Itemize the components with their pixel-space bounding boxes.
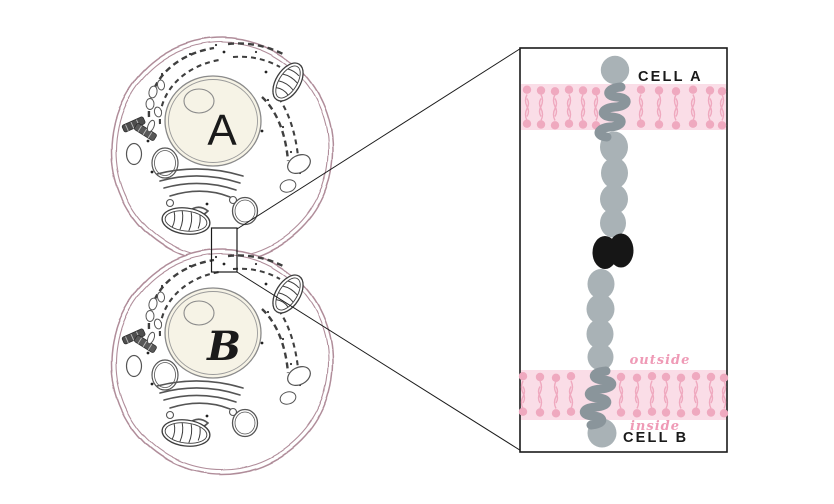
lipid-molecule [688, 85, 698, 117]
lipid-molecule [661, 372, 671, 404]
lipid-molecule [550, 98, 560, 130]
lipid-molecule [717, 87, 727, 117]
protein-gray-parts [586, 55, 630, 448]
lipid-molecule [705, 98, 715, 129]
lipid-molecule [706, 372, 716, 404]
connector-line-bottom [236, 271, 521, 451]
lipid-molecule [518, 372, 528, 404]
lipid-molecule [518, 386, 528, 416]
lipid-molecule [647, 386, 657, 416]
lipid-molecule [578, 98, 588, 129]
lipid-molecule [706, 386, 716, 417]
lipid-molecule [647, 372, 657, 404]
coil-bottom-membrane [579, 366, 617, 430]
connector-line-top [236, 48, 521, 230]
lipid-molecule [654, 98, 664, 129]
lipid-molecule [705, 86, 715, 117]
lipid-molecule [535, 386, 545, 417]
lipid-bilayer-cell-b [518, 372, 729, 418]
lipid-molecule [671, 98, 681, 130]
lipid-molecule [551, 386, 561, 418]
lipid-molecule [566, 372, 576, 404]
lipid-molecule [661, 386, 671, 417]
lipid-molecule [550, 87, 560, 117]
lipid-molecule [636, 85, 646, 117]
lipid-molecule [564, 98, 574, 128]
inside-label: inside [630, 419, 680, 434]
lipid-molecule [688, 98, 698, 128]
cell-a-letter: A [207, 106, 237, 155]
lipid-molecule [522, 98, 532, 128]
lipid-molecule [564, 85, 574, 117]
lipid-molecule [566, 386, 576, 416]
lipid-molecule [676, 386, 686, 418]
inset-cell-b-label: CELL B [623, 430, 688, 446]
lipid-molecule [536, 86, 546, 117]
outside-label: outside [630, 353, 691, 368]
coil-top-membrane [594, 82, 631, 142]
lipid-molecule [671, 87, 681, 117]
lipid-molecule [632, 386, 642, 418]
lipid-molecule [591, 87, 601, 117]
channel-gate [592, 233, 634, 269]
lipid-molecule [632, 373, 642, 404]
lipid-molecule [691, 386, 701, 416]
lipid-molecule [717, 98, 727, 130]
protein-head-cell-a [600, 55, 630, 85]
zoom-region-box [210, 227, 238, 273]
gap-junction-protein [579, 55, 634, 448]
lipid-molecule [719, 373, 729, 404]
lipid-molecule [551, 373, 561, 404]
membrane-coils [579, 82, 631, 430]
lipid-molecule [536, 98, 546, 129]
lipid-molecule [636, 98, 646, 128]
lipid-molecule [654, 86, 664, 117]
inset-panel: CELL A outside inside CELL B [518, 47, 729, 453]
lipid-molecule [578, 86, 588, 117]
cell-b-letter: B [206, 323, 241, 370]
lipid-molecule [535, 372, 545, 404]
lipid-molecule [691, 372, 701, 404]
lipid-molecule [522, 85, 532, 117]
gate-right-lobe [608, 233, 634, 268]
lipid-molecule [616, 372, 626, 404]
lipid-molecule [676, 373, 686, 404]
lipid-molecule [616, 386, 626, 417]
lipid-bilayer-cell-a [522, 85, 727, 130]
inset-cell-a-label: CELL A [638, 69, 703, 85]
lipid-molecule [719, 386, 729, 418]
